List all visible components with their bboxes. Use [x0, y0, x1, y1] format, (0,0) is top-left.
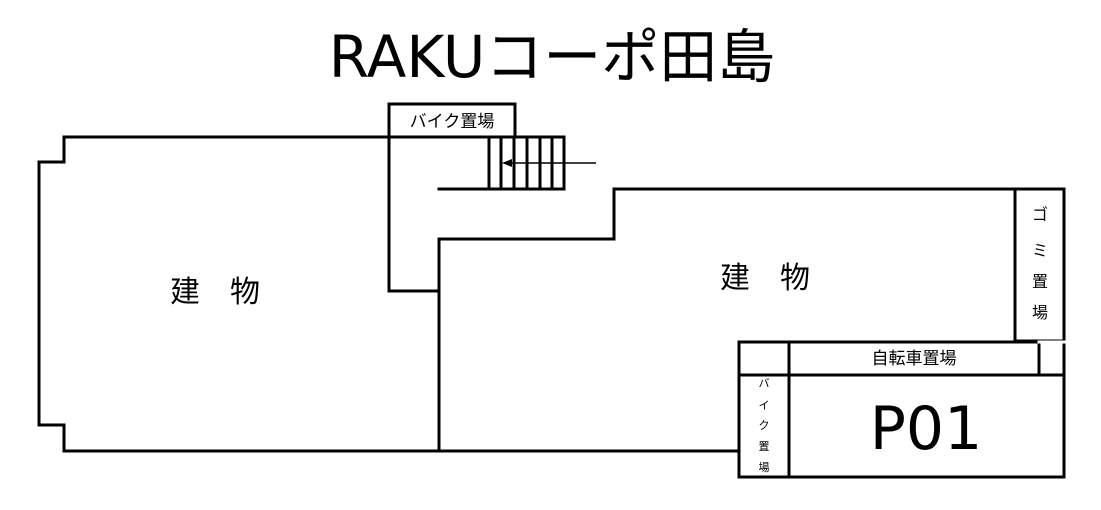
svg-text:場: 場	[759, 461, 770, 474]
corridor-wall	[387, 135, 441, 293]
left-building-outline	[37, 135, 741, 453]
svg-text:バ: バ	[759, 377, 770, 390]
parking-block-outline	[737, 340, 1066, 479]
svg-text:置: 置	[1032, 272, 1048, 291]
svg-text:ミ: ミ	[1032, 241, 1048, 260]
garbage-area-label: ゴ ミ 置 場	[1032, 205, 1048, 322]
parking-space-p01-label: P01	[870, 394, 983, 464]
left-building-label: 建 物	[170, 275, 260, 310]
page-title: RAKUコーポ田島	[329, 23, 776, 91]
bicycle-parking-label: 自転車置場	[872, 349, 957, 369]
svg-text:ク: ク	[759, 419, 770, 432]
svg-text:置: 置	[759, 440, 770, 453]
stairs-arrow-icon	[502, 159, 596, 167]
svg-text:ゴ: ゴ	[1032, 205, 1048, 224]
svg-text:場: 場	[1032, 303, 1048, 322]
right-building-label: 建 物	[720, 261, 810, 296]
svg-text:イ: イ	[759, 399, 770, 412]
bike-parking-bottom-label: バ イ ク 置 場	[759, 377, 770, 474]
bike-parking-top-label: バイク置場	[410, 112, 495, 132]
